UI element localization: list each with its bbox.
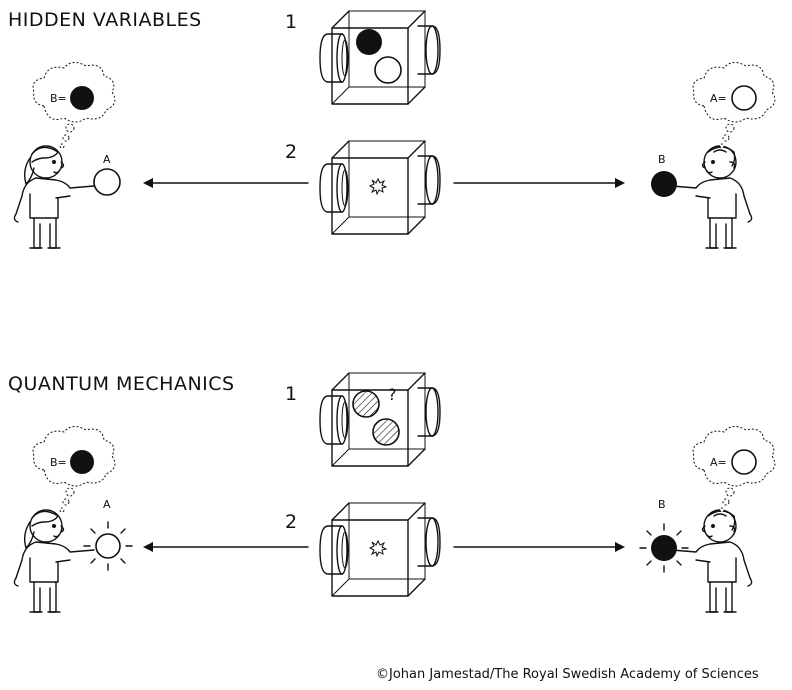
- girl-figure: [13, 145, 95, 249]
- emission-burst-icon: [369, 540, 387, 557]
- boy-thought-label: A=: [710, 456, 727, 469]
- boy-thought-cloud: A=: [692, 425, 776, 513]
- thought-black-ball: [70, 86, 94, 110]
- arrow-left: [143, 542, 309, 552]
- superposed-ball: [352, 390, 380, 418]
- arrow-right: [453, 542, 625, 552]
- girl-thought-cloud: B=: [32, 425, 116, 513]
- ball-a-white: [93, 168, 121, 196]
- ball-b-label: B: [658, 153, 666, 166]
- thought-white-ball: [731, 449, 757, 475]
- ball-b-black: [651, 171, 677, 197]
- ball-b-label: B: [658, 498, 666, 511]
- girl-thought-label: B=: [50, 92, 67, 105]
- boy-thought-cloud: A=: [692, 61, 776, 149]
- black-ball: [356, 29, 382, 55]
- arrow-left: [143, 178, 309, 188]
- step-1-label: 1: [285, 11, 297, 33]
- ball-a-measured: [83, 521, 133, 571]
- girl-thought-label: B=: [50, 456, 67, 469]
- section-title: HIDDEN VARIABLES: [8, 9, 202, 31]
- source-box-step-2: [319, 502, 441, 597]
- superposed-ball: [372, 418, 400, 446]
- step-2-label: 2: [285, 141, 297, 163]
- step-2-label: 2: [285, 511, 297, 533]
- boy-thought-label: A=: [710, 92, 727, 105]
- arrow-right: [453, 178, 625, 188]
- source-box-step-1: ?: [319, 372, 441, 467]
- question-mark: ?: [388, 385, 397, 404]
- quantum-mechanics-section: QUANTUM MECHANICS 1 2 ? B= A: [8, 372, 776, 613]
- girl-thought-cloud: B=: [32, 61, 116, 149]
- boy-figure: [671, 145, 753, 249]
- emission-burst-icon: [369, 178, 387, 195]
- ball-a-label: A: [103, 498, 111, 511]
- boy-figure: [671, 509, 753, 613]
- thought-black-ball: [70, 450, 94, 474]
- girl-figure: [13, 509, 95, 613]
- thought-white-ball: [731, 85, 757, 111]
- source-box-step-1: [319, 10, 441, 105]
- step-1-label: 1: [285, 383, 297, 405]
- ball-a-label: A: [103, 153, 111, 166]
- ball-b-measured: [639, 523, 689, 573]
- image-credit: ©Johan Jamestad/The Royal Swedish Academ…: [376, 667, 759, 682]
- hidden-variables-section: HIDDEN VARIABLES 1 2 B= A: [8, 9, 776, 249]
- source-box-step-2: [319, 140, 441, 235]
- section-title: QUANTUM MECHANICS: [8, 373, 235, 395]
- white-ball: [374, 56, 402, 84]
